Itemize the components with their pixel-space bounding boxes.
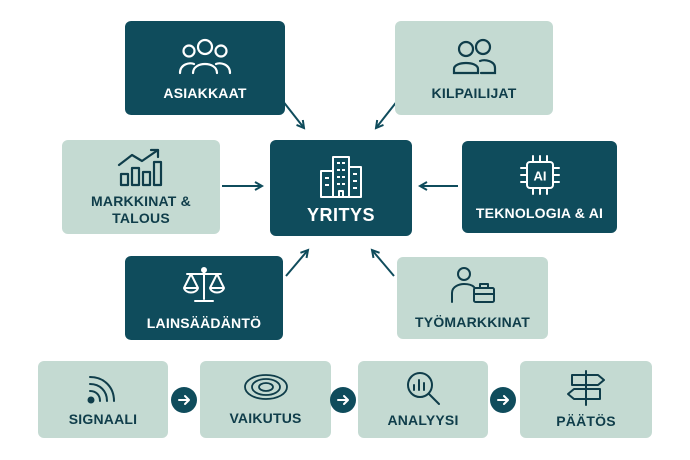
next-arrow-icon	[490, 387, 516, 413]
growth-chart-icon	[116, 147, 166, 187]
analysis-icon	[403, 370, 443, 406]
factor-kilpailijat: KILPAILIJAT	[395, 21, 553, 115]
next-arrow-icon	[330, 387, 356, 413]
arrow-tyomarkkinat	[372, 250, 395, 277]
arrow-kilpailijat	[376, 99, 399, 128]
center-label: YRITYS	[306, 204, 375, 225]
factor-lainsaadanto: LAINSÄÄDÄNTÖ	[125, 256, 283, 340]
signal-icon	[86, 371, 120, 405]
process-label: PÄÄTÖS	[556, 413, 616, 429]
factor-teknologia: AI TEKNOLOGIA & AI	[462, 141, 617, 233]
process-label: SIGNAALI	[68, 411, 138, 427]
next-arrow-icon	[171, 387, 197, 413]
ai-chip-icon: AI	[518, 153, 562, 197]
competitors-icon	[445, 35, 503, 79]
factor-tyomarkkinat: TYÖMARKKINAT	[397, 257, 548, 339]
factor-label: TEKNOLOGIA & AI	[475, 204, 604, 221]
process-step-analyysi: ANALYYSI	[358, 361, 488, 438]
factor-markkinat: MARKKINAT & TALOUS	[62, 140, 220, 234]
process-step-paatos: PÄÄTÖS	[520, 361, 652, 438]
process-step-vaikutus: VAIKUTUS	[200, 361, 331, 438]
scales-icon	[181, 265, 227, 305]
customers-icon	[176, 35, 234, 79]
building-icon	[319, 153, 363, 199]
factor-label: TYÖMARKKINAT	[415, 313, 530, 330]
factor-label: LAINSÄÄDÄNTÖ	[146, 314, 262, 331]
worker-briefcase-icon	[448, 266, 498, 306]
process-step-signaali: SIGNAALI	[38, 361, 168, 438]
center-yritys: YRITYS	[270, 140, 412, 236]
process-label: VAIKUTUS	[229, 410, 302, 426]
process-label: ANALYYSI	[387, 412, 459, 428]
signpost-icon	[564, 369, 608, 407]
arrow-lainsaadanto	[285, 250, 308, 277]
factor-asiakkaat: ASIAKKAAT	[125, 21, 285, 115]
chip-text: AI	[533, 168, 546, 183]
factor-label: MARKKINAT & TALOUS	[91, 193, 191, 226]
factor-label: ASIAKKAAT	[163, 84, 247, 101]
arrow-asiakkaat	[281, 99, 304, 128]
ripple-icon	[242, 372, 290, 402]
factor-label: KILPAILIJAT	[431, 84, 517, 101]
